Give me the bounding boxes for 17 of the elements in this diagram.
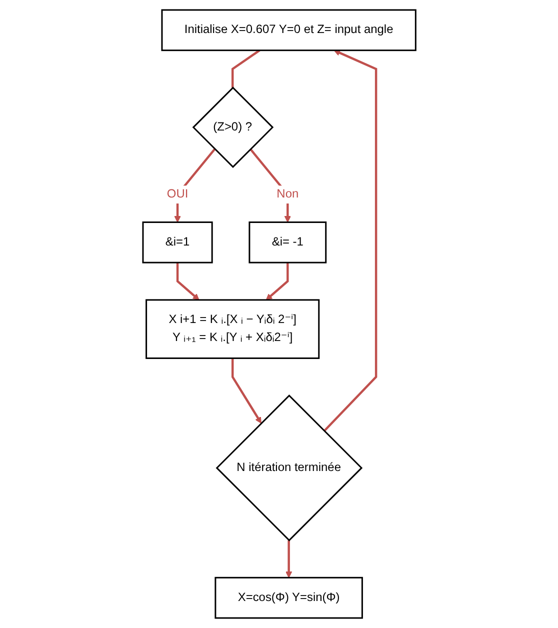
arrow (176, 262, 199, 300)
connector (231, 49, 260, 88)
edge-label: Non (276, 188, 298, 201)
arrow (285, 540, 292, 578)
node-box: &i=1 (142, 221, 212, 264)
arrow (249, 148, 291, 223)
arrow (266, 262, 288, 300)
arrow (174, 148, 216, 223)
node-box: X=cos(Φ) Y=sin(Φ) (214, 576, 363, 619)
node-box: X i+1 = K ᵢ.[X ᵢ − Yᵢδᵢ 2⁻ⁱ] Y ᵢ₊₁ = K ᵢ.[Y ᵢ + Xᵢδᵢ2⁻ⁱ] (145, 299, 320, 359)
edge-label: OUI (166, 188, 188, 201)
node-diamond: (Z>0) ? (192, 86, 274, 168)
node-box: Initialise X=0.607 Y=0 et Z= input angle (160, 9, 416, 52)
node-diamond: N itération terminée (215, 394, 362, 542)
node-box: &i= -1 (248, 221, 326, 264)
arrow (231, 358, 262, 424)
arrow (323, 50, 377, 432)
